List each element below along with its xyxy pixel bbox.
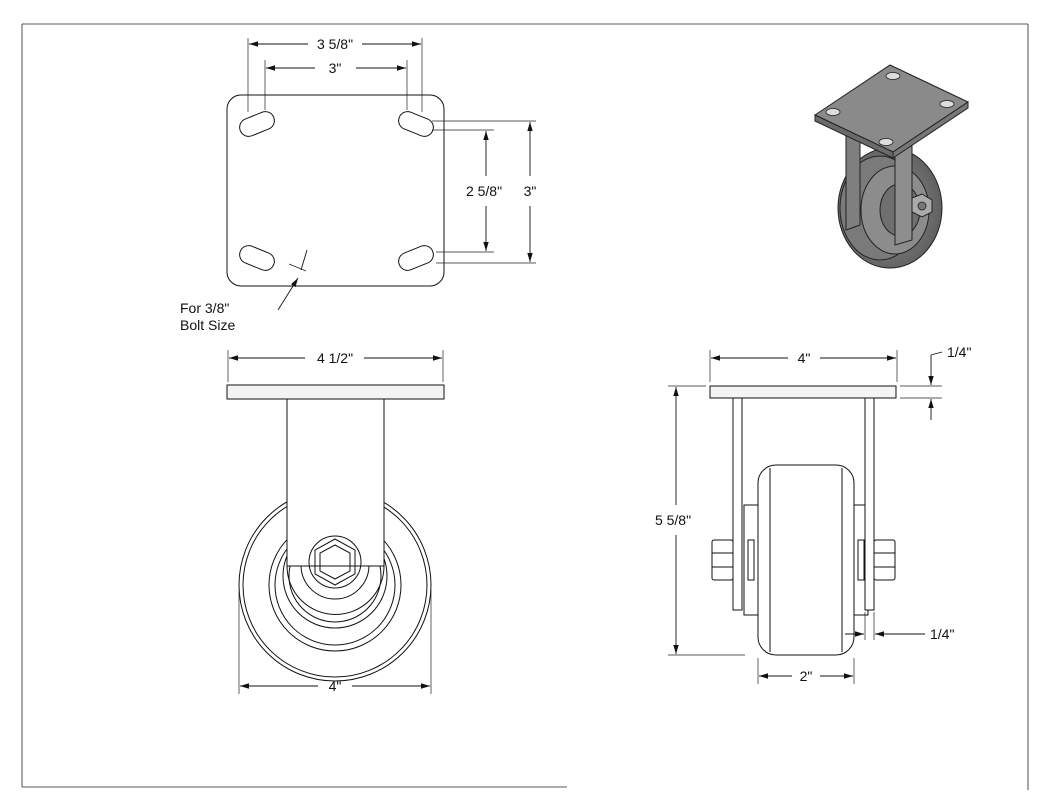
bolt-slot: [398, 245, 434, 271]
bolt-size-note-line1: For 3/8": [180, 300, 229, 316]
dim-hole-spacing-outer: 3 5/8": [317, 36, 353, 52]
dim-wheel-diameter: 4": [329, 678, 342, 694]
bolt-slot: [239, 111, 275, 137]
top-view: 3 5/8" 3" 2 5/8" 3" For 3/8" Bolt Size: [180, 36, 536, 333]
drawing-border: [21, 23, 1029, 790]
dim-overall-height: 5 5/8": [655, 512, 691, 528]
front-plate: [226, 384, 445, 400]
dim-plate-width-front: 4 1/2": [317, 350, 353, 366]
dim-leg-thickness: 1/4": [930, 626, 954, 642]
bolt-size-note-line2: Bolt Size: [180, 317, 235, 333]
dim-slot-spacing: 2 5/8": [466, 183, 502, 199]
side-view: 4" 1/4" 5 5/8" 1/4" 2": [655, 344, 971, 684]
dim-plate-width-side: 4": [798, 350, 811, 366]
dim-plate-depth: 3": [524, 183, 537, 199]
bolt-slot: [239, 245, 275, 271]
dim-hole-spacing-inner: 3": [329, 60, 342, 76]
mounting-plate-outline: [226, 94, 445, 287]
front-view: 4 1/2" 4": [226, 350, 445, 694]
side-plate: [709, 385, 897, 399]
dim-plate-thickness: 1/4": [947, 344, 971, 360]
caster-isometric-icon: [813, 64, 970, 269]
dim-wheel-width: 2": [800, 668, 813, 684]
bolt-slot: [398, 111, 434, 137]
